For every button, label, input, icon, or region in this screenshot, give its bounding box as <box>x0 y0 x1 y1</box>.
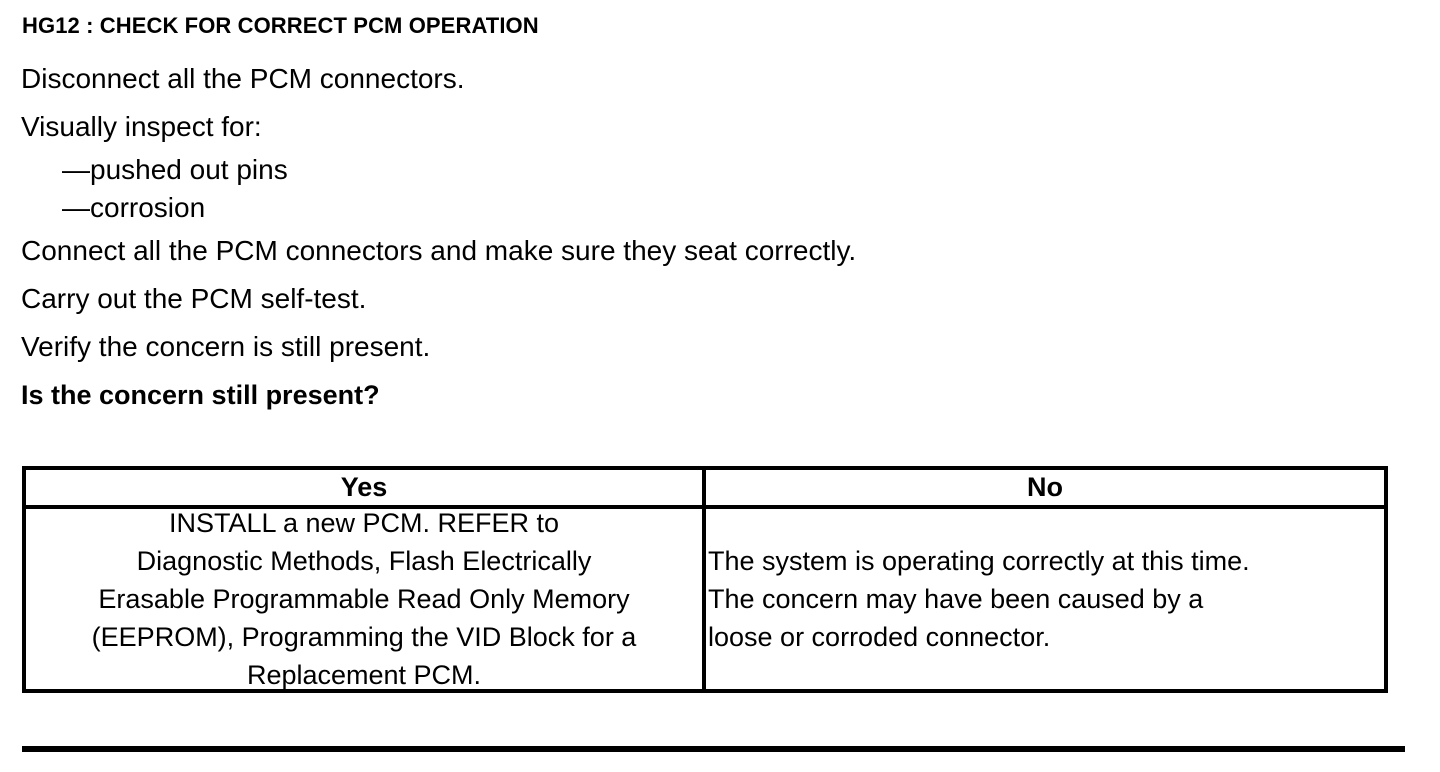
table-header-cell-yes: Yes <box>26 470 706 505</box>
instruction-list: Disconnect all the PCM connectors. Visua… <box>21 55 1411 419</box>
instruction-line: Disconnect all the PCM connectors. <box>21 63 465 94</box>
column-header-label: No <box>1027 472 1063 502</box>
cell-line: (EEPROM), Programming the VID Block for … <box>91 621 637 652</box>
column-header-label: Yes <box>340 472 388 502</box>
instruction-line: Carry out the PCM self-test. <box>21 283 367 314</box>
footer-divider <box>22 746 1405 752</box>
instruction-bullet: —corrosion <box>62 192 206 223</box>
cell-line: loose or corroded connector. <box>708 622 1051 652</box>
table-cell-no-action: The system is operating correctly at thi… <box>706 509 1384 689</box>
instruction-bullet: —pushed out pins <box>62 154 288 185</box>
table-cell-yes-action: INSTALL a new PCM. REFER to Diagnostic M… <box>26 508 706 690</box>
cell-line: Diagnostic Methods, Flash Electrically <box>136 545 592 576</box>
yes-action-text: INSTALL a new PCM. REFER to Diagnostic M… <box>26 504 702 694</box>
table-header-cell-no: No <box>706 470 1384 505</box>
instruction-line: Connect all the PCM connectors and make … <box>21 235 857 266</box>
cell-line: The concern may have been caused by a <box>708 584 1204 614</box>
cell-line: Replacement PCM. <box>246 659 482 690</box>
cell-line: INSTALL a new PCM. REFER to <box>168 507 560 538</box>
decision-question: Is the concern still present? <box>21 380 380 410</box>
page-title: HG12 : CHECK FOR CORRECT PCM OPERATION <box>22 13 539 38</box>
table-header-row: Yes No <box>26 470 1384 509</box>
instruction-line: Verify the concern is still present. <box>21 331 431 362</box>
decision-table: Yes No INSTALL a new PCM. REFER to Diagn… <box>22 466 1388 693</box>
instruction-line: Visually inspect for: <box>21 111 262 142</box>
cell-line: Erasable Programmable Read Only Memory <box>98 583 630 614</box>
no-action-text: The system is operating correctly at thi… <box>706 542 1384 656</box>
cell-line: The system is operating correctly at thi… <box>708 546 1250 576</box>
table-row: INSTALL a new PCM. REFER to Diagnostic M… <box>26 508 1384 690</box>
